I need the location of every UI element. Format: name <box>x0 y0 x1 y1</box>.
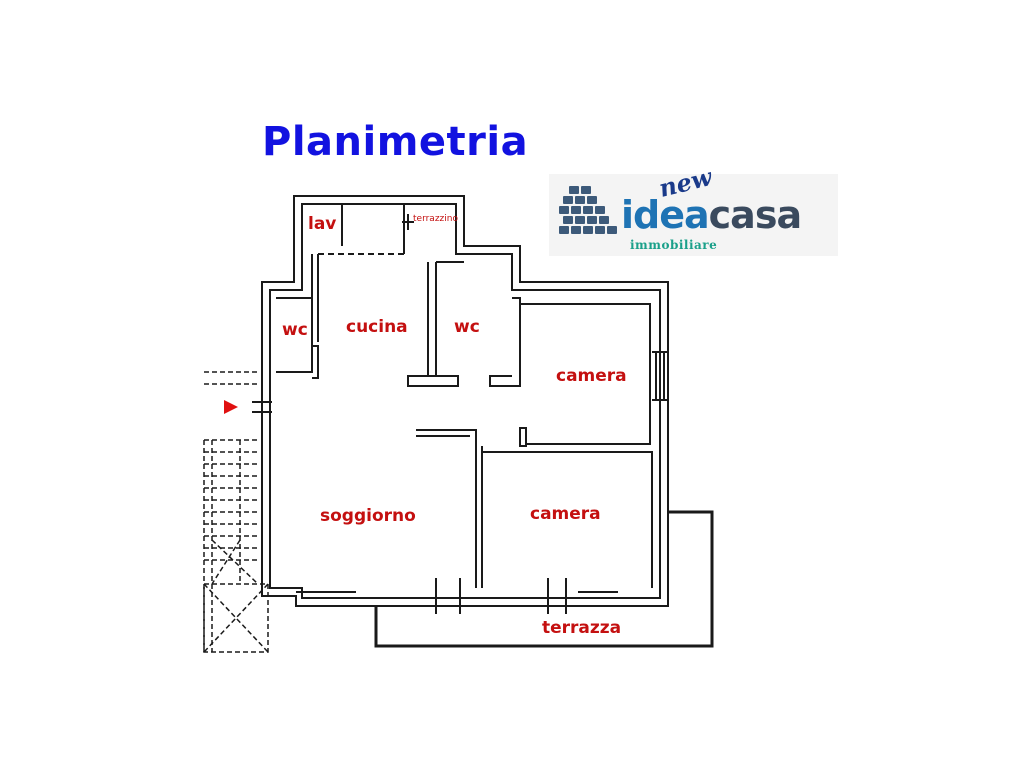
outer-wall-inner <box>269 203 661 599</box>
cucina-door-jamb <box>312 345 319 379</box>
camera-bottom-top-wall <box>482 451 653 588</box>
window-right <box>652 351 668 401</box>
camera-door-jamb <box>519 427 527 447</box>
outer-wall-outer <box>261 195 669 607</box>
wc-right-walls <box>489 297 521 387</box>
room-label-camera-bottom: camera <box>530 504 601 524</box>
room-label-soggiorno: soggiorno <box>320 506 416 526</box>
room-label-cucina: cucina <box>346 317 408 337</box>
room-label-lav: lav <box>308 214 337 234</box>
room-label-camera-top: camera <box>556 366 627 386</box>
soggiorno-balcony-door <box>435 578 461 614</box>
terrazzino-door-mark <box>402 214 414 230</box>
camera-balcony-door <box>547 578 567 614</box>
page-title: Planimetria <box>262 119 529 165</box>
room-label-wc-right: wc <box>454 317 480 337</box>
logo-brand-text: ideacasa <box>621 193 802 237</box>
wc-left-walls <box>276 297 313 373</box>
company-logo: new ideacasa immobiliare <box>549 162 838 256</box>
soggiorno-right-wall-a <box>416 429 477 588</box>
brick-stack-icon <box>559 186 617 234</box>
entrance-arrow-icon <box>224 400 238 414</box>
kitchen-doorframe <box>407 375 459 387</box>
logo-brand-part2: casa <box>708 193 802 237</box>
room-label-wc-left: wc <box>282 320 308 340</box>
room-label-terrazza: terrazza <box>542 618 622 638</box>
external-stairs <box>203 371 269 653</box>
terrazza-outline <box>374 510 714 648</box>
logo-tagline: immobiliare <box>630 238 718 252</box>
room-label-terrazzino: terrazzino <box>413 214 458 224</box>
logo-brand-part1: idea <box>621 193 710 237</box>
